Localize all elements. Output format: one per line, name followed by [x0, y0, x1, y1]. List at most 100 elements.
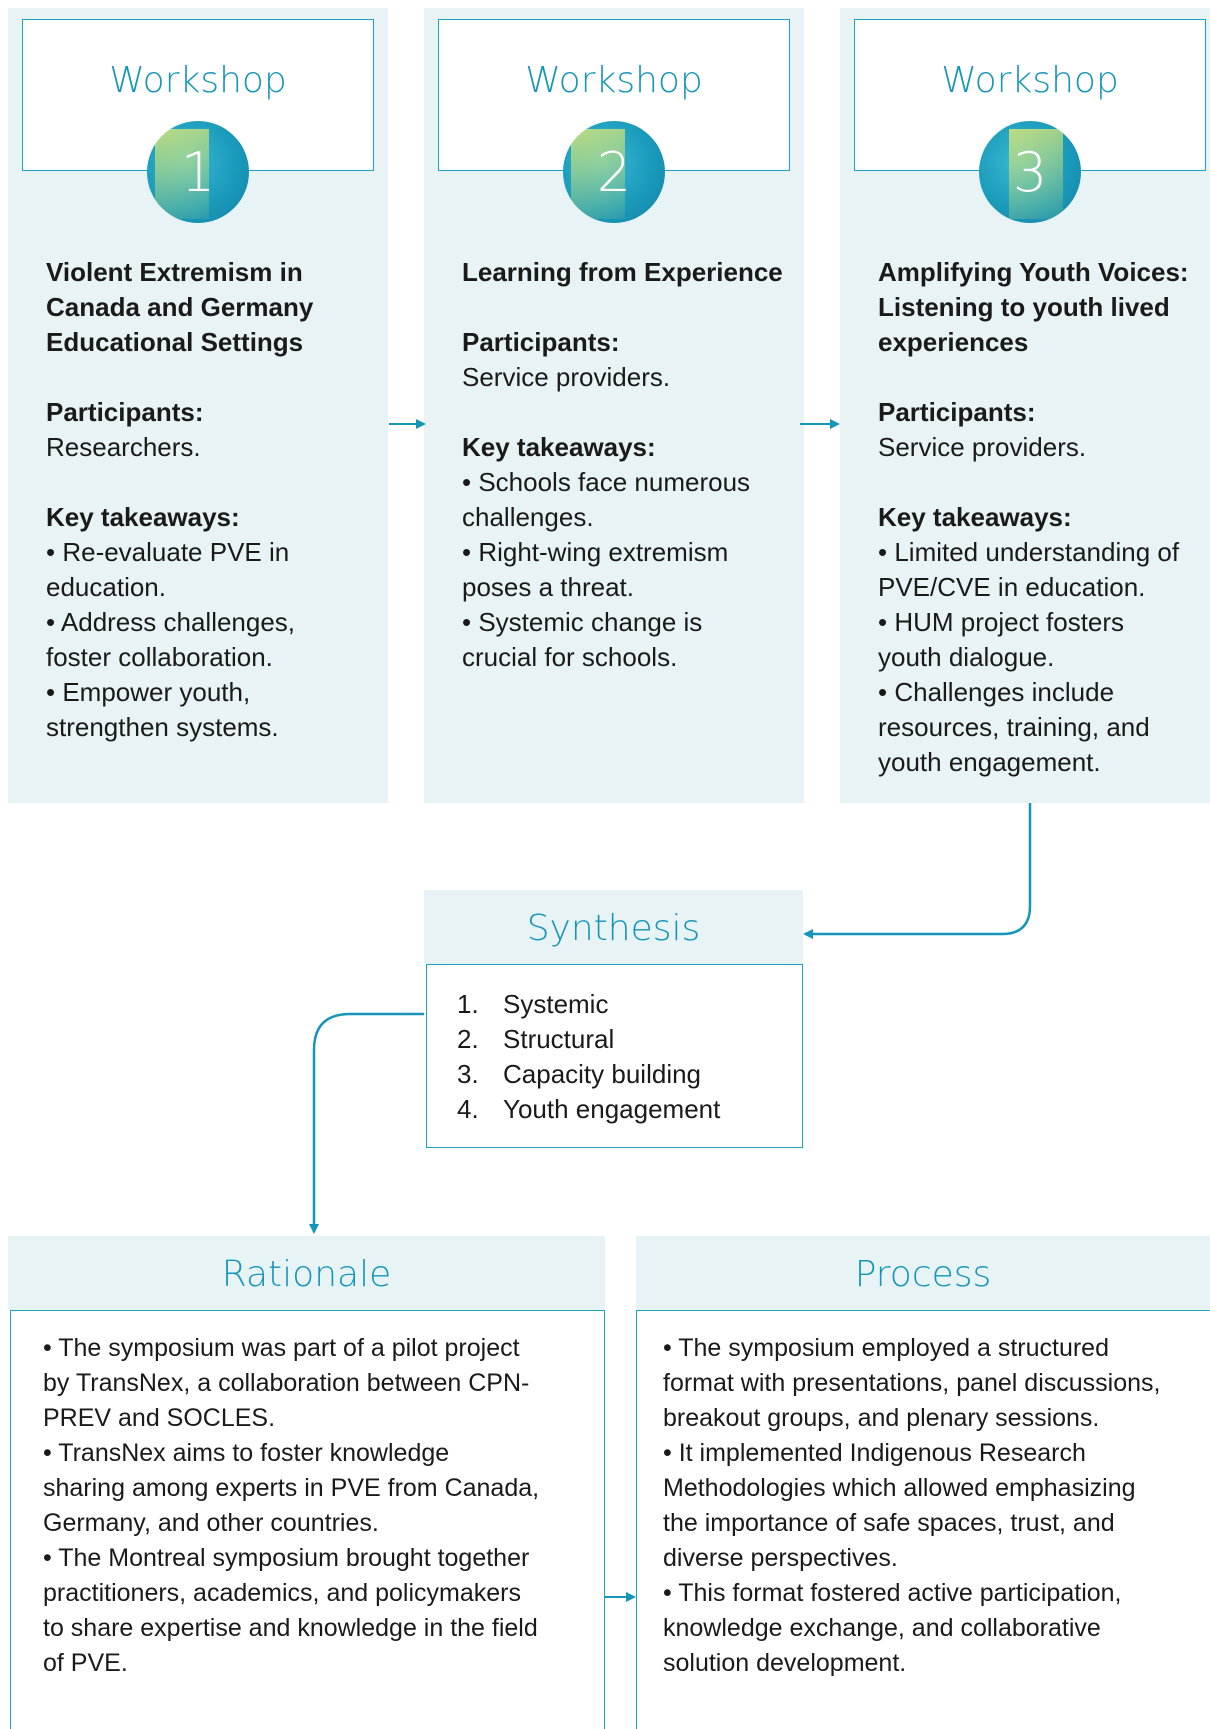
takeaways-label: Key takeaways: [46, 502, 240, 532]
takeaway-line: resources, training, and [878, 712, 1150, 742]
synthesis-item-text: Structural [503, 1024, 615, 1054]
takeaway-item: • Schools face numerous challenges. [462, 465, 802, 535]
synthesis-item-text: Capacity building [503, 1059, 702, 1089]
workshop-number: 2 [596, 140, 632, 204]
workshop-title-line: experiences [878, 327, 1029, 357]
rationale-line: to share expertise and knowledge in the … [43, 1614, 538, 1642]
rationale-line: • The symposium was part of a pilot proj… [43, 1334, 520, 1362]
rationale-line: • TransNex aims to foster knowledge [43, 1439, 450, 1467]
takeaway-line: education. [46, 572, 166, 602]
workshop-header-box: Workshop [22, 19, 374, 171]
workshop-title-line: Violent Extremism in [46, 257, 303, 287]
takeaway-line: youth engagement. [878, 747, 1101, 777]
workshop-number: 1 [180, 140, 216, 204]
takeaway-line: • Empower youth, [46, 677, 251, 707]
workshop-number-badge: 3 [979, 121, 1081, 223]
synthesis-item: 2. Structural [457, 1022, 802, 1057]
rationale-line: practitioners, academics, and policymake… [43, 1579, 521, 1607]
takeaway-line: • Challenges include [878, 677, 1115, 707]
takeaway-item: • Address challenges,foster collaboratio… [46, 605, 386, 675]
takeaways-label: Key takeaways: [462, 432, 656, 462]
process-line: the importance of safe spaces, trust, an… [663, 1509, 1115, 1537]
process-line: solution development. [663, 1649, 907, 1677]
synthesis-title: Synthesis [526, 908, 701, 949]
takeaway-line: • Re-evaluate PVE in [46, 537, 290, 567]
badge-highlight [155, 129, 209, 219]
synthesis-header: Synthesis [424, 890, 803, 964]
takeaway-line: strengthen systems. [46, 712, 279, 742]
process-line: format with presentations, panel discuss… [663, 1369, 1161, 1397]
synthesis-item-number: 2. [457, 1024, 479, 1054]
rationale-box: • The symposium was part of a pilot proj… [10, 1310, 605, 1729]
workshop-label: Workshop [941, 60, 1119, 101]
takeaway-item: • Right-wing extremism poses a threat. [462, 535, 802, 605]
participants-value: Researchers. [46, 432, 201, 462]
rationale-header: Rationale [8, 1236, 605, 1310]
process-line: diverse perspectives. [663, 1544, 898, 1572]
rationale-line: by TransNex, a collaboration between CPN… [43, 1369, 530, 1397]
workshop-title: Learning from Experience [462, 255, 802, 290]
rationale-line: Germany, and other countries. [43, 1509, 379, 1537]
takeaway-line: poses a threat. [462, 572, 634, 602]
participants-label: Participants: [878, 397, 1036, 427]
takeaway-line: • HUM project fosters [878, 607, 1125, 637]
workshop-number-badge: 1 [147, 121, 249, 223]
process-title: Process [854, 1254, 992, 1295]
takeaway-item: • Re-evaluate PVE in education. [46, 535, 386, 605]
badge-highlight [571, 129, 625, 219]
workshop-title-line: Canada and Germany [46, 292, 314, 322]
synthesis-item-text: Youth engagement [503, 1094, 721, 1124]
rationale-line: • The Montreal symposium brought togethe… [43, 1544, 530, 1572]
takeaway-line: • Right-wing extremism [462, 537, 729, 567]
process-header: Process [636, 1236, 1210, 1310]
participants-label: Participants: [46, 397, 204, 427]
participants-value: Service providers. [462, 362, 671, 392]
takeaway-line: • Schools face numerous [462, 467, 751, 497]
takeaway-line: youth dialogue. [878, 642, 1055, 672]
process-line: • This format fostered active participat… [663, 1579, 1122, 1607]
workshop-label: Workshop [109, 60, 287, 101]
workshop-title-line: Learning from Experience [462, 257, 783, 287]
synthesis-item-number: 4. [457, 1094, 479, 1124]
workshop-number: 3 [1012, 140, 1048, 204]
takeaway-line: challenges. [462, 502, 594, 532]
badge-highlight [1009, 129, 1063, 219]
rationale-title: Rationale [221, 1254, 392, 1295]
synthesis-item: 4. Youth engagement [457, 1092, 802, 1127]
takeaway-line: • Systemic change is [462, 607, 703, 637]
takeaways-label: Key takeaways: [878, 502, 1072, 532]
takeaway-item: • HUM project fosters youth dialogue. [878, 605, 1210, 675]
process-box: • The symposium employed a structured for… [636, 1310, 1210, 1729]
process-line: knowledge exchange, and collaborative [663, 1614, 1101, 1642]
workshop-label: Workshop [525, 60, 703, 101]
takeaway-item: • Empower youth, strengthen systems. [46, 675, 386, 745]
takeaway-item: • Systemic change is crucial for schools. [462, 605, 802, 675]
synthesis-item-text: Systemic [503, 989, 609, 1019]
synthesis-item: 1.Systemic [457, 987, 802, 1022]
rationale-text: • The symposium was part of a pilot proj… [43, 1331, 604, 1681]
process-line: • The symposium employed a structured [663, 1334, 1109, 1362]
synthesis-item: 3. Capacity building [457, 1057, 802, 1092]
takeaway-line: crucial for schools. [462, 642, 678, 672]
workshop-body: Amplifying Youth Voices:Listening to you… [878, 255, 1210, 780]
rationale-line: PREV and SOCLES. [43, 1404, 276, 1432]
process-text: • The symposium employed a structured for… [663, 1331, 1210, 1681]
process-line: • It implemented Indigenous Research [663, 1439, 1086, 1467]
synthesis-item-number: 3. [457, 1059, 479, 1089]
workshop-number-badge: 2 [563, 121, 665, 223]
participants-value: Service providers. [878, 432, 1087, 462]
takeaway-line: • Limited understanding of [878, 537, 1180, 567]
workshop-title-line: Amplifying Youth Voices: [878, 257, 1189, 287]
process-line: Methodologies which allowed emphasizing [663, 1474, 1136, 1502]
rationale-line: of PVE. [43, 1649, 128, 1677]
